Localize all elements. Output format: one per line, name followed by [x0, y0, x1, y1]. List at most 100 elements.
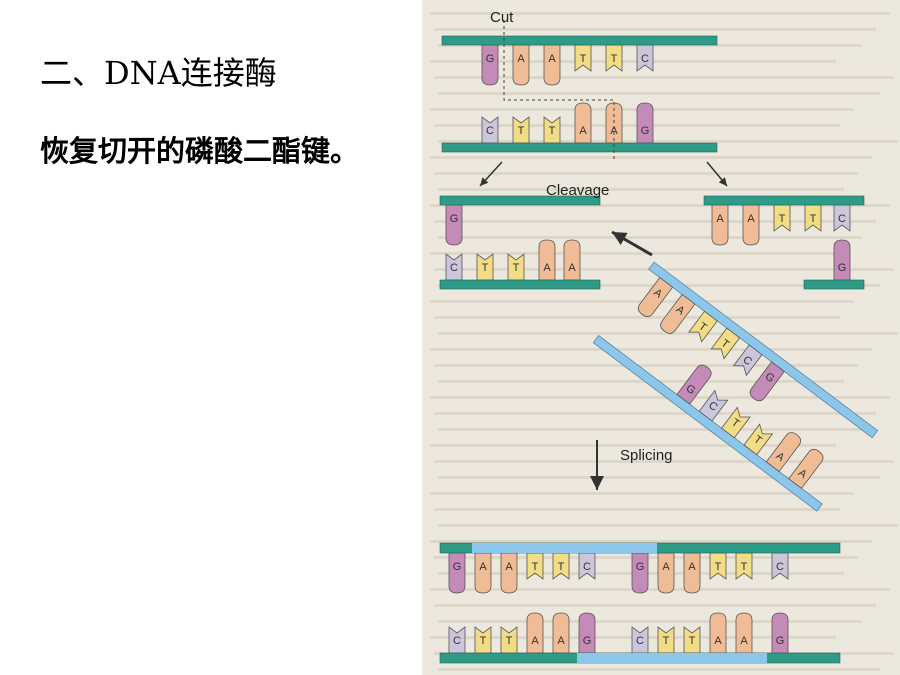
base-letter: G [641, 125, 650, 137]
insert-upper-base: T [710, 327, 741, 360]
background-text-line [438, 188, 844, 191]
base-letter: C [636, 635, 644, 647]
process-arrows [479, 161, 728, 490]
cleavage-arrow-left [479, 161, 503, 187]
base-letter: A [610, 125, 618, 137]
result-lower-base: A [526, 612, 544, 654]
base-letter: A [517, 53, 525, 65]
left-fragment-lower-base: A [563, 239, 581, 281]
insert-upper-base: C [732, 344, 763, 377]
background-text-line [438, 668, 880, 671]
insert-upper-base: G [749, 361, 785, 402]
base-letter: C [583, 561, 591, 573]
result-lower-base: G [578, 612, 596, 654]
base-letter: G [450, 213, 459, 225]
background-text-line [438, 92, 880, 95]
base-letter: C [453, 635, 461, 647]
result-upper-base: A [500, 552, 518, 594]
left-fragment-lower-base: A [538, 239, 556, 281]
insert-lower-base: G [676, 364, 712, 405]
right-fragment-lower-base: G [833, 239, 851, 281]
base-letter: A [662, 561, 670, 573]
background-text-line [430, 348, 872, 351]
top-duplex-upper-backbone [441, 35, 718, 46]
background-text-line [430, 60, 836, 63]
result-lower-insert-segment [577, 653, 767, 663]
right-fragment-lower-backbone [803, 279, 865, 290]
base-letter: T [580, 53, 587, 65]
result-upper-insert-segment [472, 543, 657, 553]
base-letter: C [641, 53, 649, 65]
base-letter: G [776, 635, 785, 647]
base-letter: T [506, 635, 513, 647]
cut-label: Cut [490, 9, 514, 26]
background-text-line [438, 428, 862, 431]
insert-lower-base: C [698, 389, 729, 422]
background-text-line [438, 380, 844, 383]
background-text-line [434, 412, 876, 415]
background-text-line [430, 492, 854, 495]
result-upper-base: A [657, 552, 675, 594]
base-letter: T [715, 561, 722, 573]
result-upper-base: G [448, 552, 466, 594]
result-lower-base: A [735, 612, 753, 654]
right-fragment-upper-base: A [742, 204, 760, 246]
base-letter: T [689, 635, 696, 647]
top-lower-base: G [636, 102, 654, 144]
splicing-label: Splicing [620, 447, 673, 464]
result-upper-base: G [631, 552, 649, 594]
background-text-line [430, 396, 890, 399]
base-letter: T [513, 262, 520, 274]
insert-lower-base: T [743, 423, 774, 456]
background-text-line [430, 444, 836, 447]
base-letter: T [663, 635, 670, 647]
top-upper-base: A [543, 44, 561, 86]
slide-body-text: 恢复切开的磷酸二酯键。 [40, 134, 360, 168]
base-letter: G [486, 53, 495, 65]
background-text-line [434, 460, 894, 463]
top-upper-base: A [512, 44, 530, 86]
left-fragment-lower-backbone [439, 279, 601, 290]
top-upper-base: G [481, 44, 499, 86]
base-letter: T [810, 213, 817, 225]
cut-path [503, 20, 615, 160]
background-text-line [430, 204, 890, 207]
base-letter: T [549, 125, 556, 137]
top-duplex-lower-backbone [441, 142, 718, 153]
base-letter: A [557, 635, 565, 647]
cut-dashed-lines [503, 20, 615, 160]
background-text-line [438, 236, 862, 239]
background-text-line [430, 156, 872, 159]
base-letter: T [482, 262, 489, 274]
background-text-line [434, 28, 876, 31]
result-upper-base: A [474, 552, 492, 594]
base-letter: G [583, 635, 592, 647]
cleavage-label: Cleavage [546, 182, 609, 199]
base-letter: A [714, 635, 722, 647]
dna-backbones [439, 35, 865, 664]
background-text-line [434, 508, 840, 511]
insert-lower-base: T [721, 406, 751, 439]
top-lower-base: A [574, 102, 592, 144]
base-letter: T [741, 561, 748, 573]
background-text-line [438, 140, 898, 143]
insert-lower-base: A [788, 448, 824, 489]
base-letter: A [531, 635, 539, 647]
background-text-line [434, 364, 858, 367]
splicing-arrow [590, 440, 604, 490]
background-text-line [434, 604, 876, 607]
background-text-line [438, 620, 862, 623]
base-letter: C [450, 262, 458, 274]
slide-title: 二、DNA连接酶 [40, 54, 277, 92]
base-letter: A [479, 561, 487, 573]
base-letter: A [548, 53, 556, 65]
left-fragment-upper-base: G [445, 204, 463, 246]
base-letter: A [543, 262, 551, 274]
background-text-line [434, 220, 876, 223]
background-text-line [434, 172, 858, 175]
base-letter: A [716, 213, 724, 225]
background-text-line [430, 252, 836, 255]
